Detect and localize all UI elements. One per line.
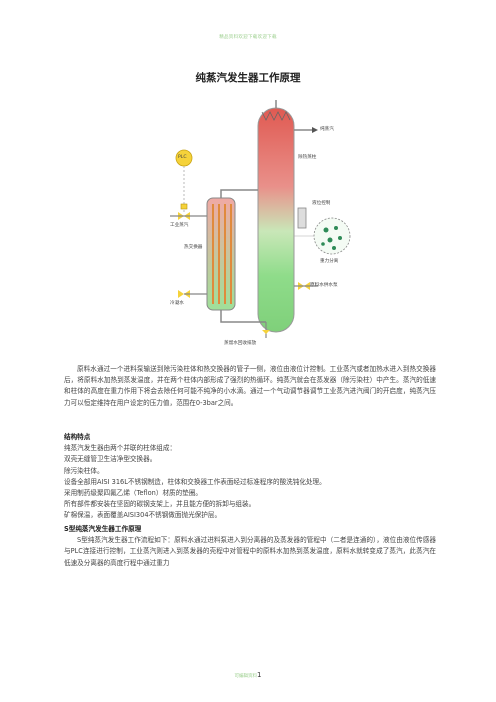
label-drain: 蒸馏水回收排放 xyxy=(224,341,257,346)
steam-generator-diagram: 纯蒸汽 除热蒸柱 PLC 液位控制 重力分离 工业蒸汽 热交换器 原料水供水泵 … xyxy=(170,86,370,350)
structure-heading: 结构特点 xyxy=(64,433,91,441)
evaporator-column xyxy=(257,107,295,333)
level-sensor xyxy=(297,207,307,229)
label-gravity-separation: 重力分离 xyxy=(320,259,339,264)
page-footer: 可编辑资料1 xyxy=(0,671,496,679)
page-number: 1 xyxy=(257,671,262,679)
structure-line: 所有部件都安装在坚固的碳钢支架上，并且能方便的拆卸与组装。 xyxy=(64,500,256,509)
label-feed-water-pump: 原料水供水泵 xyxy=(310,283,338,288)
structure-line: 设备全部用AISI 316L不锈钢制造，柱体和交换器工作表面经过标准程序的酸洗钝… xyxy=(64,477,326,486)
structure-line: 纯蒸汽发生器由两个并联的柱体组成： xyxy=(64,444,177,453)
page-title: 纯蒸汽发生器工作原理 xyxy=(195,72,301,84)
structure-line: 除污染柱体。 xyxy=(64,466,104,475)
diagram-svg xyxy=(170,100,351,338)
structure-line: 矿棉保温，表面覆盖AISI304不锈钢做面抛光保护层。 xyxy=(64,511,222,520)
label-plc: PLC xyxy=(178,155,187,160)
separation-detail xyxy=(313,217,351,255)
label-heat-exchanger: 热交换器 xyxy=(184,245,203,250)
footer-note: 可编辑资料 xyxy=(234,674,258,679)
s-type-section: S型纯蒸汽发生器工作原理 S型纯蒸汽发生器工作流程如下：原料水通过进料泵进入到分… xyxy=(64,524,436,569)
label-level-control: 液位控制 xyxy=(312,201,331,206)
label-industrial-steam: 工业蒸汽 xyxy=(170,223,189,228)
structure-section: 结构特点 纯蒸汽发生器由两个并联的柱体组成： 双壳无缝管卫生洁净型交换器。 除污… xyxy=(64,432,436,522)
structure-line: 采用制药级聚四氟乙烯（Teflon）材质的垫圈。 xyxy=(64,489,203,498)
intro-paragraph: 原料水通过一个进料泵输送到除污染柱体和热交换器的管子一侧，液位由液位计控制。工业… xyxy=(64,365,436,407)
label-cooling-water: 冷凝水 xyxy=(170,301,184,306)
s-type-paragraph: S型纯蒸汽发生器工作流程如下：原料水通过进料泵进入到分离器的及蒸发器的管程中（二… xyxy=(64,536,436,567)
s-type-heading: S型纯蒸汽发生器工作原理 xyxy=(64,525,142,533)
label-column: 除热蒸柱 xyxy=(298,155,317,160)
structure-line: 双壳无缝管卫生洁净型交换器。 xyxy=(64,455,157,464)
label-pure-steam: 纯蒸汽 xyxy=(320,127,334,132)
header-note: 精品资料欢迎下载欢迎下载 xyxy=(219,35,277,40)
intro-section: 原料水通过一个进料泵输送到除污染柱体和热交换器的管子一侧，液位由液位计控制。工业… xyxy=(64,364,436,409)
demister xyxy=(261,111,291,121)
